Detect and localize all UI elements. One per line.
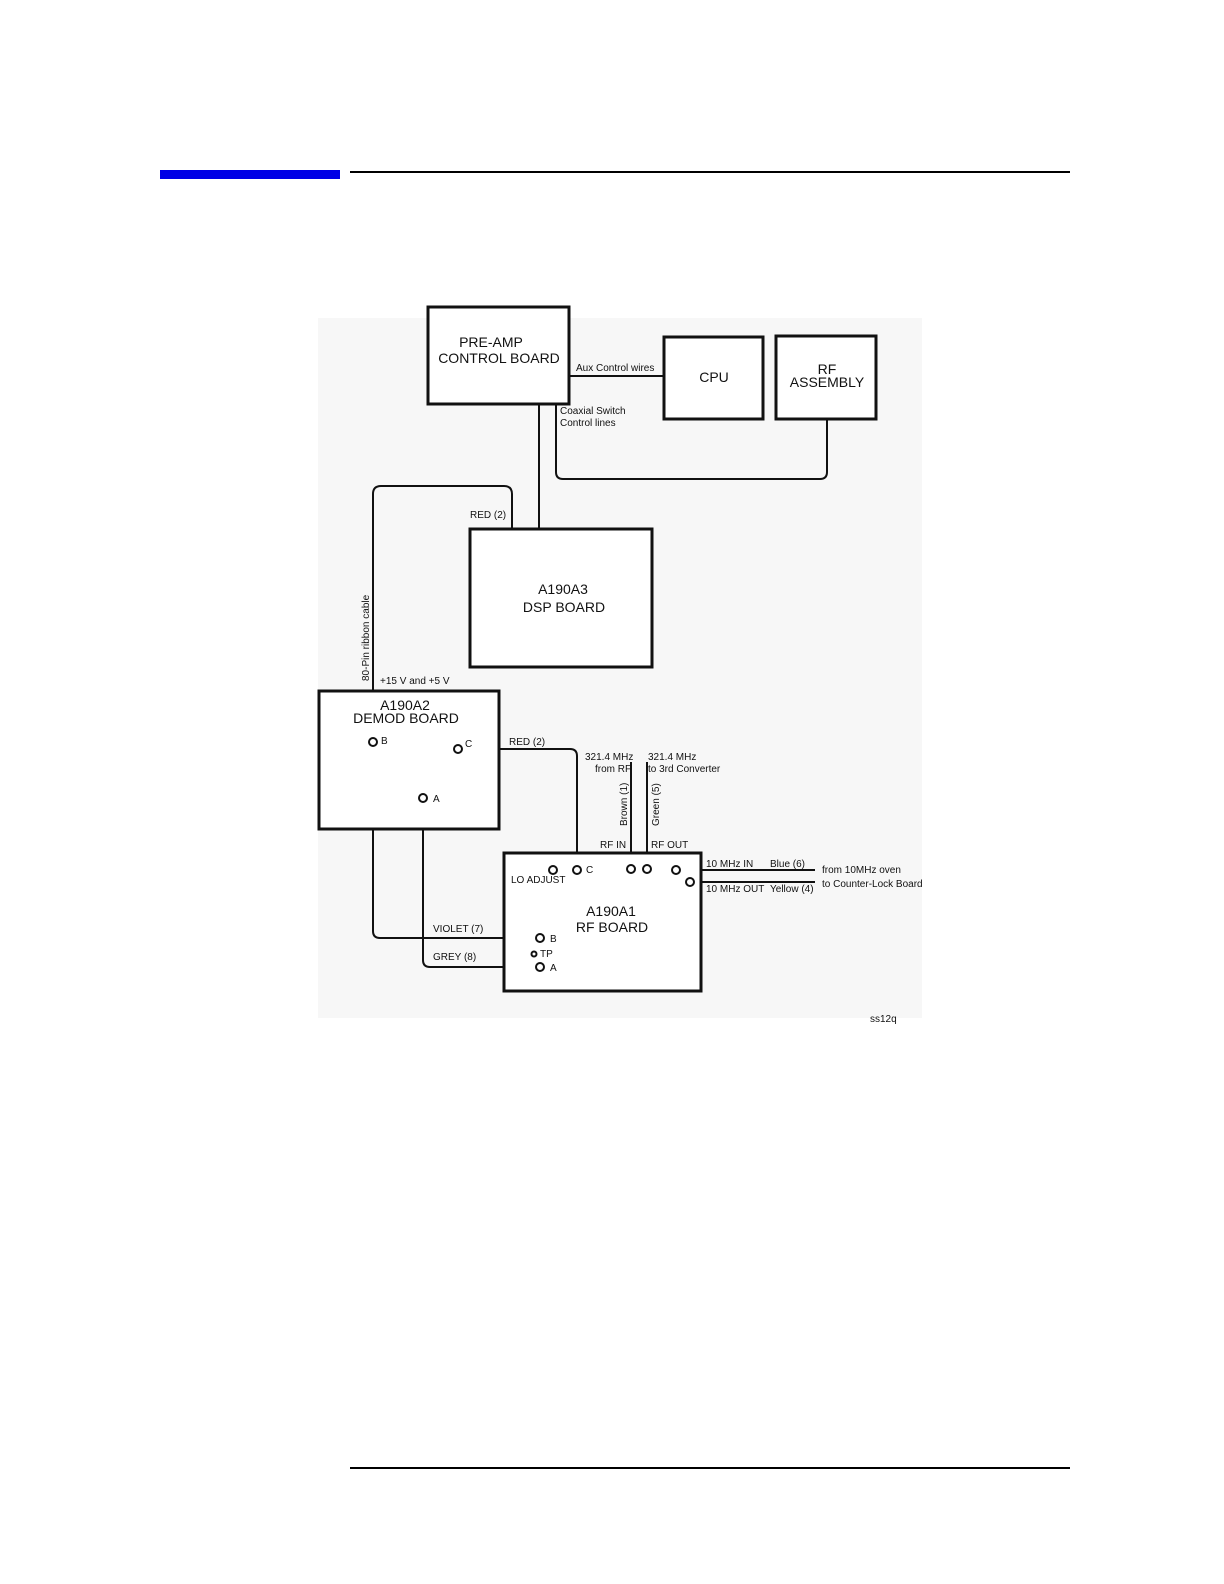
rf-port-a-label: A: [550, 963, 557, 974]
demod-port-a: [418, 793, 428, 803]
footer-rule: [350, 1467, 1070, 1469]
demod-port-a-label: A: [433, 794, 440, 805]
rf-from-label-line2: from RF: [595, 764, 631, 775]
rf-port-b: [535, 933, 545, 943]
red-demod-label: RED (2): [509, 737, 545, 748]
demod-board: [317, 689, 501, 831]
rf-board-title-line1: A190A1: [586, 903, 636, 919]
cpu-title: CPU: [699, 369, 729, 385]
rf-out-label: RF OUT: [651, 840, 688, 851]
violet-label: VIOLET (7): [433, 924, 483, 935]
rf-assembly-title-line1: RF: [818, 361, 837, 377]
rf-in-label: RF IN: [600, 840, 626, 851]
cpu-box: [662, 335, 765, 421]
rf-to-label-line1: 321.4 MHz: [648, 752, 696, 763]
mhz-out-label: 10 MHz OUT: [706, 884, 764, 895]
supply-voltage-label: +15 V and +5 V: [380, 676, 450, 687]
grey-wire: [422, 798, 540, 968]
from-oven-label: from 10MHz oven: [822, 865, 901, 876]
header-rule: [350, 171, 1070, 173]
red-demod-rf-wire: [458, 748, 578, 866]
demod-port-c-label: C: [465, 739, 472, 750]
ribbon-cable-label: 80-Pin ribbon cable: [361, 594, 372, 681]
demod-title-line2: DEMOD BOARD: [353, 710, 459, 726]
rf-test-point-label: TP: [540, 949, 553, 960]
dsp-title-line1: A190A3: [538, 581, 588, 597]
demod-port-c: [453, 744, 463, 754]
rf-assembly-title-line2: ASSEMBLY: [790, 374, 865, 390]
rf-port-b-label: B: [550, 934, 557, 945]
demod-port-b: [368, 737, 378, 747]
demod-title-line1: A190A2: [380, 697, 430, 713]
red-dsp-label: RED (2): [470, 510, 506, 521]
dsp-board: [468, 527, 654, 669]
preamp-title-line2: CONTROL BOARD: [438, 350, 560, 366]
rf-from-label-line1: 321.4 MHz: [585, 752, 633, 763]
dsp-title-line2: DSP BOARD: [523, 599, 605, 615]
coax-switch-label-line1: Coaxial Switch: [560, 406, 626, 417]
coax-switch-control-wire: [555, 404, 828, 480]
rf-to-label-line2: to 3rd Converter: [648, 764, 721, 775]
ribbon-cable: [372, 485, 513, 691]
rf-in-port: [626, 864, 636, 874]
rf-out-port: [642, 864, 652, 874]
lo-adjust-port: [548, 865, 558, 875]
lo-adjust-label: LO ADJUST: [511, 875, 565, 886]
mhz-in-port: [671, 865, 681, 875]
rf-port-c-label: C: [586, 865, 593, 876]
preamp-control-board: [426, 305, 571, 406]
rf-port-a: [535, 962, 545, 972]
mhz-in-label: 10 MHz IN: [706, 859, 753, 870]
rf-assembly-box: [774, 334, 878, 421]
header-accent-bar: [160, 170, 340, 179]
to-counter-label: to Counter-Lock Board: [822, 879, 923, 890]
grey-label: GREY (8): [433, 952, 476, 963]
aux-control-label: Aux Control wires: [576, 363, 654, 374]
green-label: Green (5): [651, 783, 662, 826]
brown-label: Brown (1): [619, 783, 630, 826]
mhz-out-port: [685, 877, 695, 887]
rf-port-c: [572, 865, 582, 875]
preamp-title-line1: PRE-AMP: [459, 334, 523, 350]
coax-switch-label-line2: Control lines: [560, 418, 616, 429]
demod-port-b-label: B: [381, 736, 388, 747]
yellow-label: Yellow (4): [770, 884, 814, 895]
violet-wire: [372, 742, 540, 939]
blue-label: Blue (6): [770, 859, 805, 870]
rf-board-title-line2: RF BOARD: [576, 919, 648, 935]
figure-id: ss12q: [870, 1014, 897, 1025]
rf-test-point: [530, 950, 538, 958]
